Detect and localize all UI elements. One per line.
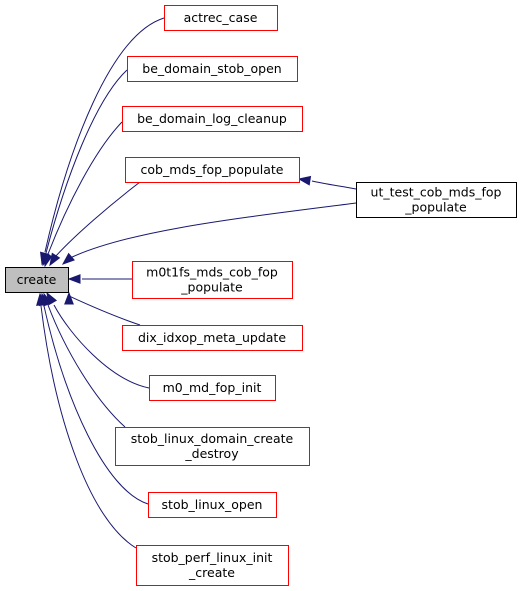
node-box bbox=[356, 182, 517, 218]
node-m0-md-fop-init[interactable]: m0_md_fop_init bbox=[149, 375, 276, 401]
edge-line bbox=[311, 180, 357, 190]
edge-line bbox=[53, 304, 150, 389]
edge-m0t1fs-mds-cob-fop-populate-to-create bbox=[67, 274, 132, 284]
node-box bbox=[115, 427, 310, 466]
node-label: dix_idxop_meta_update bbox=[138, 330, 286, 345]
edge-stob-perf-linux-init-create-to-create bbox=[36, 292, 137, 549]
nodes: create actrec_case be_domain_stob_open be_d… bbox=[5, 5, 517, 586]
edge-line bbox=[43, 305, 149, 505]
node-box bbox=[164, 5, 278, 31]
edge-be-domain-stob-open-to-create bbox=[41, 69, 128, 267]
node-label: stob_linux_open bbox=[162, 497, 263, 512]
edge-be-domain-log-cleanup-to-create bbox=[43, 121, 123, 268]
edge-stob-linux-domain-create-destroy-to-create bbox=[43, 292, 126, 428]
node-cob-mds-fop-populate[interactable]: cob_mds_fop_populate bbox=[125, 157, 300, 183]
node-m0t1fs-mds-cob-fop-populate[interactable]: m0t1fs_mds_cob_fop_populate bbox=[132, 261, 293, 299]
edge-line bbox=[69, 202, 357, 259]
edge-ut-test-cob-mds-fop-populate-to-cob-mds-fop-populate bbox=[297, 175, 357, 190]
edge-arrowhead bbox=[64, 291, 74, 305]
edge-arrowhead bbox=[36, 292, 46, 306]
edge-line bbox=[40, 305, 137, 549]
edge-line bbox=[47, 304, 126, 428]
edge-arrowhead bbox=[43, 253, 53, 268]
node-label: stob_perf_linux_init bbox=[152, 550, 273, 565]
node-ut-test-cob-mds-fop-populate[interactable]: ut_test_cob_mds_fop_populate bbox=[356, 182, 517, 218]
edge-cob-mds-fop-populate-to-create bbox=[49, 181, 141, 267]
node-box bbox=[132, 261, 293, 299]
edge-dix-idxop-meta-update-to-create bbox=[64, 291, 141, 326]
node-stob-perf-linux-init-create[interactable]: stob_perf_linux_init_create bbox=[136, 545, 289, 586]
edge-line bbox=[68, 295, 141, 326]
node-label: _populate bbox=[180, 280, 243, 295]
edge-ut-test-cob-mds-fop-populate-to-create bbox=[61, 202, 357, 265]
edge-arrowhead bbox=[61, 252, 75, 265]
node-actrec-case[interactable]: actrec_case bbox=[164, 5, 278, 31]
node-be-domain-stob-open[interactable]: be_domain_stob_open bbox=[127, 56, 298, 82]
node-stob-linux-domain-create-destroy[interactable]: stob_linux_domain_create_destroy bbox=[115, 427, 310, 466]
edges bbox=[36, 17, 357, 549]
node-box bbox=[125, 157, 300, 183]
node-label: _populate bbox=[404, 200, 467, 215]
node-label: stob_linux_domain_create bbox=[131, 431, 294, 446]
node-stob-linux-open[interactable]: stob_linux_open bbox=[148, 492, 277, 518]
edge-arrowhead bbox=[67, 274, 81, 284]
node-label: m0t1fs_mds_cob_fop bbox=[146, 265, 278, 280]
node-be-domain-log-cleanup[interactable]: be_domain_log_cleanup bbox=[122, 106, 303, 132]
node-label: be_domain_log_cleanup bbox=[137, 111, 287, 126]
node-label: _create bbox=[188, 565, 235, 580]
node-box bbox=[5, 267, 69, 293]
node-label: ut_test_cob_mds_fop bbox=[371, 185, 502, 200]
node-box bbox=[136, 545, 289, 586]
node-label: actrec_case bbox=[184, 10, 258, 25]
node-dix-idxop-meta-update[interactable]: dix_idxop_meta_update bbox=[122, 325, 303, 351]
node-box bbox=[148, 492, 277, 518]
edge-arrowhead bbox=[297, 175, 312, 186]
node-label: cob_mds_fop_populate bbox=[141, 162, 284, 177]
edge-line bbox=[54, 181, 141, 258]
edge-line bbox=[45, 69, 128, 254]
edge-arrowhead bbox=[49, 252, 61, 267]
edge-line bbox=[47, 121, 123, 255]
node-box bbox=[149, 375, 276, 401]
node-label: _destroy bbox=[184, 446, 239, 461]
node-label: be_domain_stob_open bbox=[142, 61, 281, 76]
node-box bbox=[122, 106, 303, 132]
node-box bbox=[127, 56, 298, 82]
node-label: create bbox=[17, 272, 57, 287]
node-create: create bbox=[5, 267, 69, 293]
node-label: m0_md_fop_init bbox=[163, 380, 262, 395]
node-box bbox=[122, 325, 303, 351]
edge-line bbox=[44, 17, 165, 253]
